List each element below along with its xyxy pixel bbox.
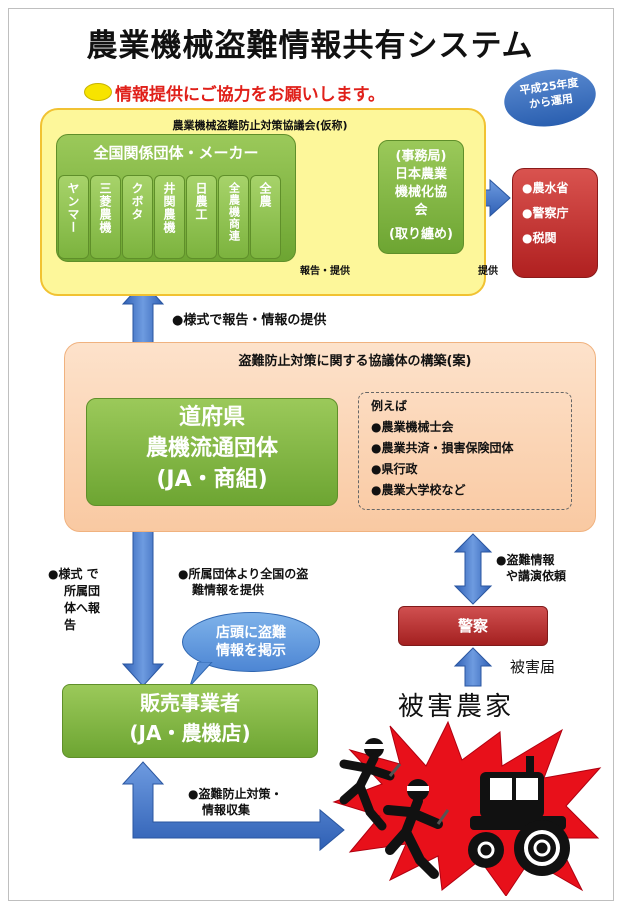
example-item: ●農業大学校など [371, 483, 466, 497]
bubble-line2: 情報を掲示 [216, 643, 286, 659]
left-report-line2: 所属団 [64, 584, 101, 598]
police-box [398, 606, 548, 646]
thief-icon [339, 738, 402, 831]
member-info-text: ●所属団体より全国の盗 難情報を提供 [178, 566, 308, 598]
bubble-line1: 店頭に盗難 [216, 625, 286, 641]
member-info-line1: ●所属団体より全国の盗 [178, 567, 309, 581]
agencies-list: ●農水省 ●警察庁 ●税関 [522, 176, 568, 251]
example-item: ●農業共済・損害保険団体 [371, 441, 514, 455]
prefecture-line1: 道府県 [178, 405, 245, 430]
left-report-text: ●様式 で 所属団 体へ報 告 [48, 566, 100, 634]
police-info-line1: ●盗難情報 [496, 553, 555, 567]
page-frame [8, 8, 614, 901]
national-groups-title: 全国関係団体・メーカー [93, 144, 259, 162]
dealer-line1: 販売事業者 [140, 691, 240, 715]
victim-farmer-label: 被害農家 [398, 692, 515, 722]
theft-illustration [332, 720, 602, 896]
member-info-line2: 難情報を提供 [192, 583, 265, 597]
arrow-dealer-farmer [121, 761, 345, 852]
police-label: 警察 [457, 617, 488, 635]
member-nichinoko: 日農工 [186, 175, 217, 259]
prevention-line1: ●盗難防止対策・ [188, 787, 283, 801]
report-flow-label: ●様式で報告・情報の提供 [172, 313, 327, 328]
police-info-line2: や講演依頼 [506, 569, 567, 583]
member-kubota: クボタ [122, 175, 153, 259]
agency-customs: ●税関 [522, 231, 557, 245]
page-title: 農業機械盗難情報共有システム [86, 28, 534, 64]
prefecture-text: 道府県 農機流通団体 (JA・商組) [86, 402, 338, 495]
council-title: 農業機械盗難防止対策協議会(仮称) [172, 119, 348, 132]
dealer-line2: (JA・農機店) [129, 721, 251, 745]
member-zennoki: 全農機商連 [218, 175, 249, 259]
notice-bubble-text: 店頭に盗難 情報を掲示 [182, 624, 320, 660]
prefecture-line2: 農機流通団体 [145, 436, 278, 461]
exchange-label: 報告・提供 [300, 266, 350, 277]
left-report-line3: 体へ報 [64, 601, 101, 615]
secretariat-line5: (取り纏め) [389, 227, 453, 242]
double-arrow-regional-police [453, 533, 493, 605]
prevention-text: ●盗難防止対策・ 情報収集 [188, 786, 282, 818]
member-yanmar: ヤンマー [58, 175, 89, 259]
regional-title: 盗難防止対策に関する協議体の構築(案) [238, 354, 472, 369]
left-report-line4: 告 [64, 618, 77, 632]
example-item: ●農業機械士会 [371, 420, 454, 434]
agencies-box [512, 168, 598, 278]
secretariat-line3: 機械化協 [394, 185, 447, 200]
agency-maff: ●農水省 [522, 181, 569, 195]
police-info-text: ●盗難情報 や講演依頼 [496, 552, 566, 584]
prefecture-box [86, 398, 338, 506]
dealer-text: 販売事業者 (JA・農機店) [62, 688, 318, 748]
left-report-line1: ●様式 で [48, 567, 99, 581]
examples-box [358, 392, 572, 510]
secretariat-line2: 日本農業 [394, 167, 447, 182]
secretariat-text: (事務局) 日本農業 機械化協 会 (取り纏め) [378, 148, 464, 244]
thief-icon [383, 779, 450, 879]
dealer-box [62, 684, 318, 758]
secretariat-box [378, 140, 464, 254]
examples-title: 例えば [371, 399, 408, 413]
yellow-dot-icon [84, 83, 112, 101]
prevention-line2: 情報収集 [202, 803, 251, 817]
member-zenno: 全農 [250, 175, 281, 259]
example-item: ●県行政 [371, 462, 418, 476]
examples-list: 例えば ●農業機械士会 ●農業共済・損害保険団体 ●県行政 ●農業大学校など [371, 396, 513, 501]
bubble-tail [190, 662, 213, 687]
tractor-icon [468, 756, 570, 876]
agency-npa: ●警察庁 [522, 206, 569, 220]
double-arrow-prefecture-dealer [121, 507, 165, 687]
secretariat-line4: 会 [414, 203, 428, 218]
provide-label: 提供 [478, 266, 498, 277]
damage-report-label: 被害届 [510, 658, 556, 676]
arrow-farmer-police [453, 647, 493, 687]
member-iseki: 井関農機 [154, 175, 185, 259]
prefecture-line3: (JA・商組) [156, 467, 268, 492]
member-mitsubishi: 三菱農機 [90, 175, 121, 259]
secretariat-line1: (事務局) [395, 149, 447, 164]
page-subtitle: 情報提供にご協力をお願いします。 [115, 85, 385, 105]
